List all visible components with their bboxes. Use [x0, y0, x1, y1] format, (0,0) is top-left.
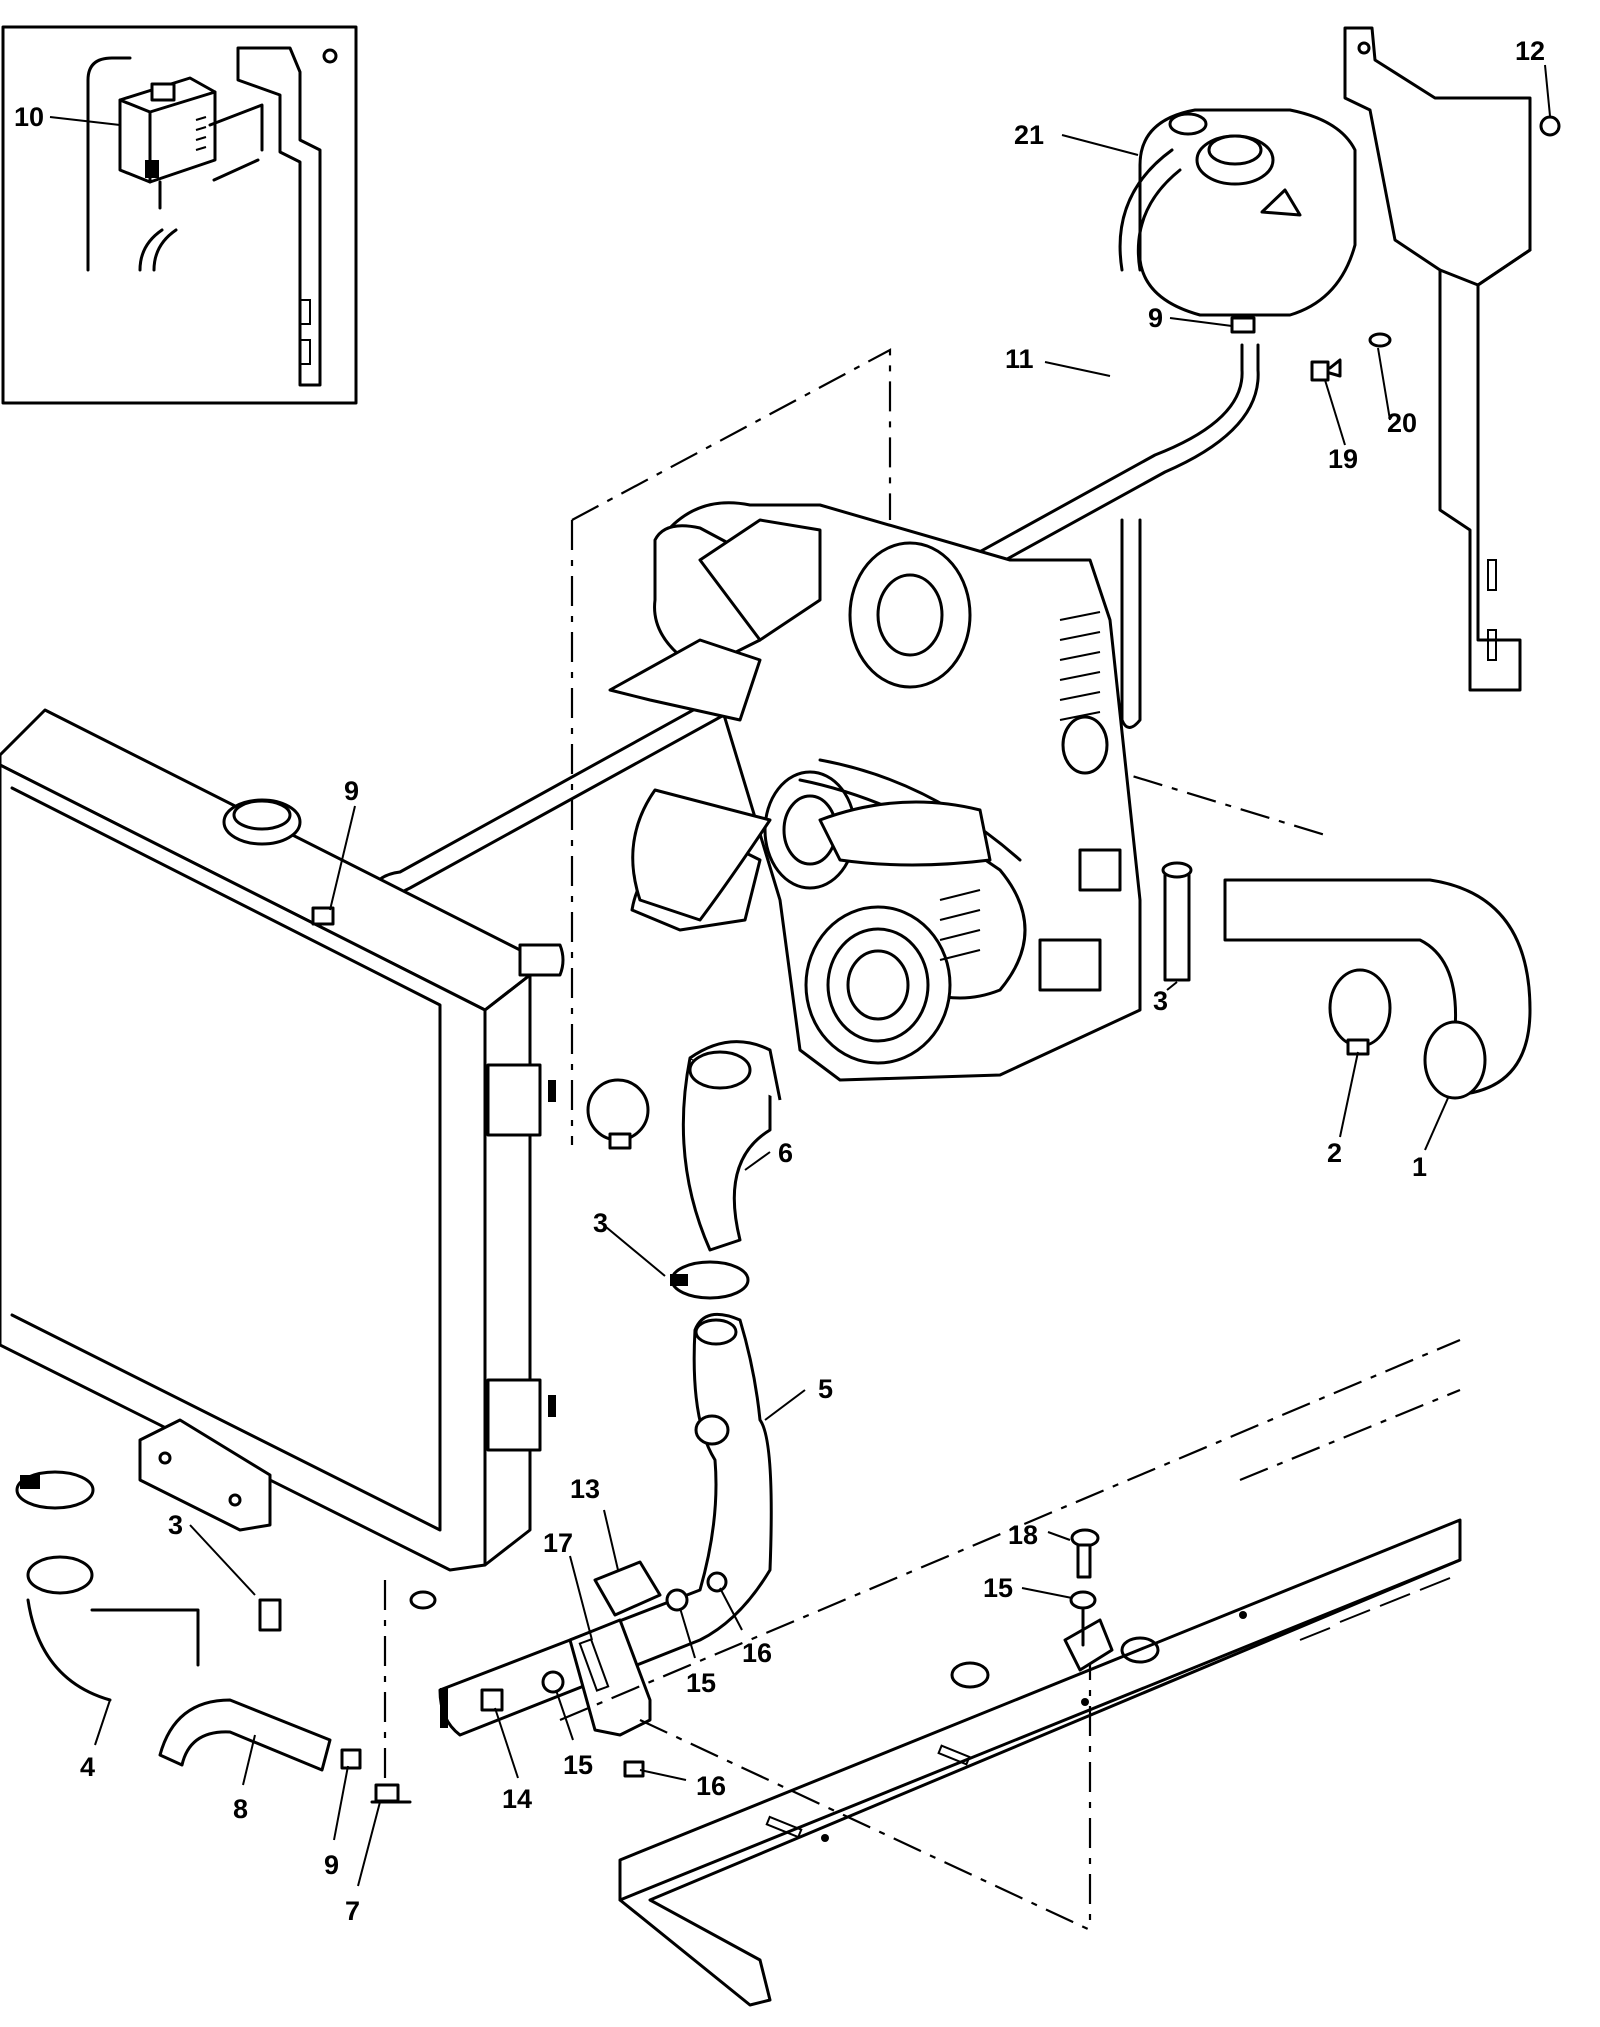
- washer-20: [1368, 332, 1392, 348]
- hose-5: [438, 1312, 773, 1737]
- callout-2: 2: [1327, 1138, 1342, 1168]
- callout-14: 14: [502, 1784, 532, 1814]
- hose-8: [158, 1698, 332, 1772]
- washer-15-lower: [541, 1670, 565, 1694]
- bolt-18: [1070, 1528, 1100, 1579]
- nut-16-lower: [623, 1760, 645, 1778]
- callout-5: 5: [818, 1374, 833, 1404]
- callout-8: 8: [233, 1794, 248, 1824]
- callout-labels: 10 12 21 9 11 20 19 9 3 2 1 6 3 5 13 17 …: [14, 36, 1545, 1926]
- inset-frame: [1, 25, 358, 405]
- callout-11: 11: [1005, 344, 1034, 374]
- overflow-reservoir-21: [1118, 108, 1357, 334]
- radiator-mount-tab-lower: [486, 1378, 542, 1452]
- callout-15-lower: 15: [563, 1750, 593, 1780]
- callout-9-radiator: 9: [344, 776, 359, 806]
- callout-12: 12: [1515, 36, 1545, 66]
- hose-4: [26, 1555, 200, 1702]
- callout-15-upper: 15: [686, 1668, 716, 1698]
- radiator-mount-tab-upper: [486, 1063, 542, 1137]
- hose-clamp-9-top: [1230, 316, 1256, 334]
- callout-18: 18: [1008, 1520, 1038, 1550]
- callout-16-upper: 16: [742, 1638, 772, 1668]
- callout-20: 20: [1387, 408, 1417, 438]
- callout-21: 21: [1014, 120, 1044, 150]
- frame-rail: [559, 1338, 1462, 2007]
- inset-detail: [1, 25, 358, 405]
- hose-clamp-9-lower: [340, 1748, 362, 1770]
- callout-9-lower: 9: [324, 1850, 339, 1880]
- bolt-3-lower: [258, 1598, 282, 1632]
- bolt-19: [1310, 358, 1342, 382]
- callout-9-reservoir: 9: [1148, 303, 1163, 333]
- hose-clamp-3-upper: [586, 1078, 650, 1150]
- callout-3-lower: 3: [168, 1510, 183, 1540]
- hose-clamp-9-radiator: [311, 906, 335, 926]
- reservoir-bracket: [1343, 26, 1561, 692]
- callout-3-engine: 3: [1153, 986, 1168, 1016]
- callout-1: 1: [1412, 1152, 1427, 1182]
- hose-bracket-17: [568, 1618, 652, 1737]
- callout-16-lower: 16: [696, 1771, 726, 1801]
- hose-6: [681, 1040, 782, 1252]
- callout-15-frame: 15: [983, 1573, 1013, 1603]
- inset-bracket: [236, 46, 322, 387]
- callout-10: 10: [14, 102, 44, 132]
- drain-cock-7: [370, 1783, 412, 1804]
- callout-7: 7: [345, 1896, 360, 1926]
- upper-radiator-hose-1: [1223, 878, 1532, 1100]
- bolt-3-engine: [1161, 861, 1193, 982]
- bolt-12: [1539, 115, 1561, 137]
- hose-clamp-3-mid: [670, 1260, 750, 1300]
- radiator: [0, 708, 565, 1780]
- engine-assembly: [608, 501, 1142, 1082]
- callout-13: 13: [570, 1474, 600, 1504]
- nut-16-upper: [706, 1571, 728, 1593]
- callout-3-mid: 3: [593, 1208, 608, 1238]
- inset-reservoir: [118, 76, 217, 184]
- sleeve-13: [593, 1560, 662, 1617]
- washer-15-upper: [665, 1588, 689, 1612]
- bolt-14: [480, 1688, 504, 1712]
- leader-lines: [49, 64, 1551, 1887]
- callout-6: 6: [778, 1138, 793, 1168]
- callout-19: 19: [1328, 444, 1358, 474]
- hose-clamp-3-lower-left: [15, 1470, 95, 1510]
- callout-17: 17: [543, 1528, 573, 1558]
- hose-clamp-2: [1328, 968, 1392, 1056]
- washer-15-frame: [1069, 1590, 1097, 1610]
- callout-4: 4: [80, 1752, 95, 1782]
